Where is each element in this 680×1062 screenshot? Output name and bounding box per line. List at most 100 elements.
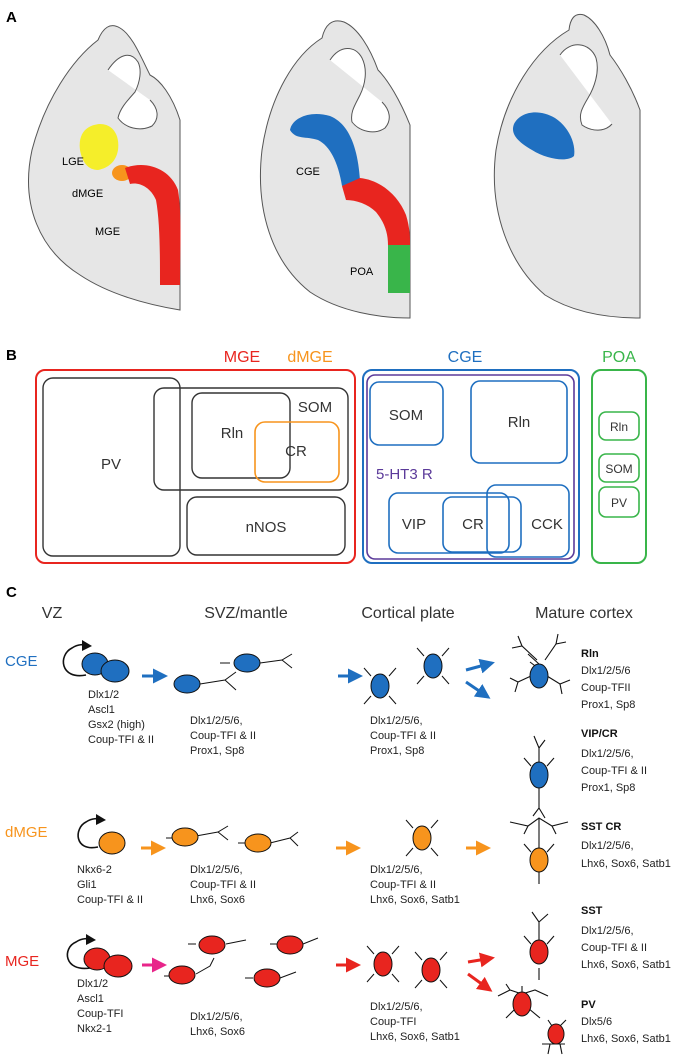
row-mge-label: MGE — [5, 953, 39, 970]
panel-c-label: C — [6, 584, 17, 601]
cge-mature-vipcr-title: VIP/CR — [581, 728, 618, 740]
brain-2-poa-region — [388, 245, 410, 293]
mge-vz-marker: Dlx1/2 — [77, 978, 108, 990]
cge-cp-cell — [370, 673, 390, 699]
poa-som-box — [598, 453, 640, 483]
cge-mature-marker: Prox1, Sp8 — [581, 699, 635, 711]
brain-1-lge-label: LGE — [62, 156, 84, 168]
poa-pv-label: PV — [611, 496, 627, 510]
mge-pv-neuron — [497, 983, 567, 1055]
brain-1-ventricle — [107, 54, 158, 130]
mge-sst-neuron — [523, 911, 555, 980]
brain-2-cge-region — [290, 113, 360, 186]
mge-cp-marker: Lhx6, Sox6, Satb1 — [370, 1031, 460, 1043]
cge-cp-cells — [363, 647, 450, 705]
mge-sst-cell — [529, 939, 549, 965]
row-dmge-label: dMGE — [5, 824, 48, 841]
cge-cp-cell — [423, 653, 443, 679]
dmge-mature-markers: Dlx1/2/5/6, Lhx6, Sox6, Satb1 — [581, 840, 671, 870]
dmge-vz-cell — [98, 831, 126, 855]
cge-cr-label: CR — [462, 516, 484, 533]
mge-mature-marker: Dlx5/6 — [581, 1016, 612, 1028]
dmge-vz-marker: Nkx6-2 — [77, 864, 112, 876]
dmge-vz-markers: Nkx6-2 Gli1 Coup-TFI & II — [77, 864, 143, 906]
cr-label: CR — [285, 443, 307, 460]
brain-2-outline — [259, 20, 411, 319]
dmge-vz-marker: Coup-TFI & II — [77, 894, 143, 906]
cge-arrow-3 — [465, 658, 495, 674]
cge-mature-marker: Dlx1/2/5/6, — [581, 748, 634, 760]
mge-cp-cell — [373, 951, 393, 977]
mge-mature-marker: Coup-TFI & II — [581, 942, 647, 954]
dmge-cp-marker: Lhx6, Sox6, Satb1 — [370, 894, 460, 906]
cge-vz-cycle-arrowhead — [82, 640, 92, 651]
cge-mature-marker: Coup-TFI & II — [581, 765, 647, 777]
dmge-sstcr-cell — [529, 847, 549, 873]
dmge-cp-marker: Coup-TFI & II — [370, 879, 436, 891]
mge-svz-cell — [276, 935, 304, 955]
panel-a-label: A — [6, 9, 17, 26]
cge-svz-process — [199, 671, 237, 691]
dmge-svz-markers: Dlx1/2/5/6, Coup-TFI & II Lhx6, Sox6 — [190, 864, 259, 906]
row-cge-label: CGE — [5, 653, 38, 670]
cge-svz-marker: Prox1, Sp8 — [190, 745, 244, 757]
dmge-cp-cell — [412, 825, 432, 851]
cge-mature-marker: Prox1, Sp8 — [581, 782, 635, 794]
cge-cp-marker: Coup-TFI & II — [370, 730, 436, 742]
stage-vz: VZ — [42, 605, 63, 622]
rln-label: Rln — [221, 425, 244, 442]
htr-box — [366, 374, 575, 560]
dmge-mature-marker: Lhx6, Sox6, Satb1 — [581, 858, 671, 870]
poa-header: POA — [602, 349, 636, 366]
dmge-svz-marker: Dlx1/2/5/6, — [190, 864, 243, 876]
brain-section-3 — [493, 13, 641, 319]
cge-vip-neuron — [523, 735, 555, 819]
poa-rln-box — [598, 411, 640, 441]
cge-svz-cell — [233, 653, 261, 673]
mge-vz-cycle-arrowhead — [86, 934, 96, 945]
dmge-svz-marker: Lhx6, Sox6 — [190, 894, 245, 906]
mge-box — [35, 369, 356, 564]
stage-svz: SVZ/mantle — [204, 605, 288, 622]
mge-arrow-3 — [467, 952, 495, 968]
brain-2-mge-region — [342, 178, 410, 245]
cge-svz-cell — [173, 674, 201, 694]
cge-box — [362, 369, 580, 564]
mge-cp-cell — [421, 957, 441, 983]
mge-mature-marker: Dlx1/2/5/6, — [581, 925, 634, 937]
cge-mature-marker: Coup-TFII — [581, 682, 631, 694]
mge-arrow-4 — [467, 972, 493, 992]
cge-vz-markers: Dlx1/2 Ascl1 Gsx2 (high) Coup-TFI & II — [88, 689, 154, 746]
mge-vz-marker: Coup-TFI — [77, 1008, 123, 1020]
cge-vz-cell-2 — [100, 659, 130, 683]
som-label: SOM — [298, 399, 332, 416]
mge-svz-cell — [198, 935, 226, 955]
mge-cp-marker: Coup-TFI — [370, 1016, 416, 1028]
stage-cortical-plate: Cortical plate — [361, 605, 454, 622]
mge-vz-cell-2 — [103, 954, 133, 978]
mge-vz-markers: Dlx1/2 Ascl1 Coup-TFI Nkx2-1 — [77, 978, 127, 1035]
dmge-cp-marker: Dlx1/2/5/6, — [370, 864, 423, 876]
htr-label: 5-HT3 R — [376, 466, 433, 483]
cge-cp-marker: Prox1, Sp8 — [370, 745, 424, 757]
cge-som-box — [369, 381, 444, 446]
dmge-cp-cells — [405, 819, 439, 857]
dmge-svz-cell — [244, 833, 272, 853]
mge-svz-cell — [253, 968, 281, 988]
mge-mature-pv-markers: Dlx5/6 Lhx6, Sox6, Satb1 — [581, 1016, 671, 1045]
cge-mature-rln-title: Rln — [581, 648, 599, 660]
mge-svz-markers: Dlx1/2/5/6, Lhx6, Sox6 — [190, 1011, 246, 1038]
mge-vz-marker: Nkx2-1 — [77, 1023, 112, 1035]
brain-2-ventricle — [329, 48, 390, 133]
cck-box — [486, 484, 570, 558]
cge-mature-rln-markers: Dlx1/2/5/6 Coup-TFII Prox1, Sp8 — [581, 665, 635, 711]
dmge-cp-markers: Dlx1/2/5/6, Coup-TFI & II Lhx6, Sox6, Sa… — [370, 864, 460, 906]
mge-cp-marker: Dlx1/2/5/6, — [370, 1001, 423, 1013]
pv-box — [42, 377, 181, 557]
mge-cp-cells — [366, 945, 448, 989]
cge-svz-markers: Dlx1/2/5/6, Coup-TFI & II Prox1, Sp8 — [190, 715, 259, 757]
cck-label: CCK — [531, 516, 563, 533]
cge-cp-markers: Dlx1/2/5/6, Coup-TFI & II Prox1, Sp8 — [370, 715, 439, 757]
pv-label: PV — [101, 456, 121, 473]
